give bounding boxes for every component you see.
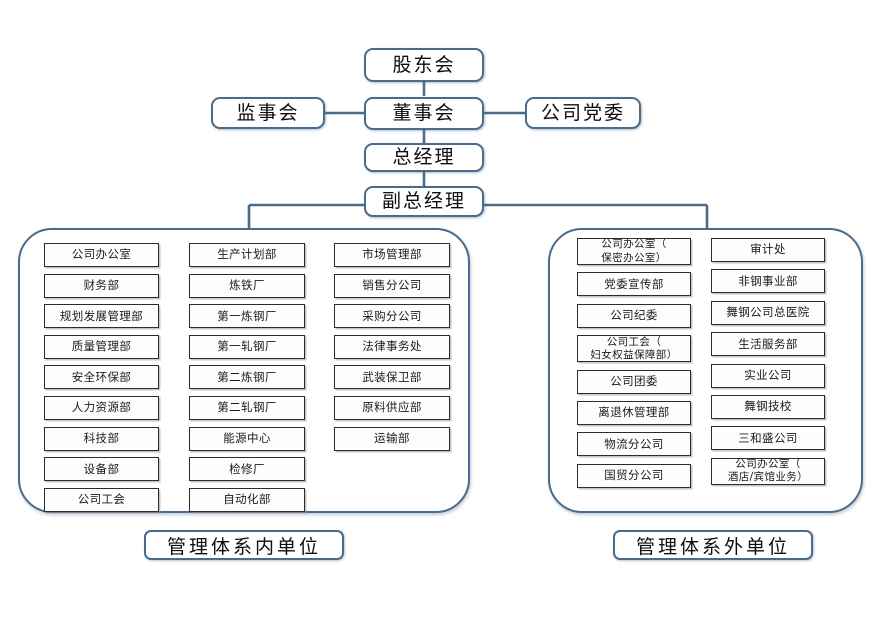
node-board[interactable]: 董事会 xyxy=(364,97,484,130)
inside-column-2: 生产计划部炼铁厂第一炼钢厂第一轧钢厂第二炼钢厂第二轧钢厂能源中心检修厂自动化部 xyxy=(189,243,305,512)
unit-box[interactable]: 销售分公司 xyxy=(334,273,450,298)
node-shareholders-label: 股东会 xyxy=(392,53,456,76)
node-general-manager-label: 总经理 xyxy=(392,146,456,168)
caption-inside[interactable]: 管理体系内单位 xyxy=(144,530,344,560)
unit-box[interactable]: 炼铁厂 xyxy=(189,273,305,298)
inside-column-3: 市场管理部销售分公司采购分公司法律事务处武装保卫部原料供应部运输部 xyxy=(334,243,450,451)
unit-box[interactable]: 舞钢公司总医院 xyxy=(711,300,825,325)
unit-box[interactable]: 自动化部 xyxy=(189,487,305,512)
unit-box[interactable]: 公司工会（ 妇女权益保障部） xyxy=(577,335,691,363)
unit-box[interactable]: 三和盛公司 xyxy=(711,426,825,451)
unit-box[interactable]: 科技部 xyxy=(44,426,159,451)
unit-box[interactable]: 质量管理部 xyxy=(44,334,159,359)
caption-outside-label: 管理体系外单位 xyxy=(635,535,790,558)
unit-box[interactable]: 生活服务部 xyxy=(711,332,825,357)
unit-box[interactable]: 安全环保部 xyxy=(44,365,159,390)
node-shareholders[interactable]: 股东会 xyxy=(364,48,484,82)
unit-box[interactable]: 检修厂 xyxy=(189,457,305,482)
unit-box[interactable]: 物流分公司 xyxy=(577,432,691,457)
unit-box[interactable]: 公司办公室 xyxy=(44,243,159,267)
unit-box[interactable]: 能源中心 xyxy=(189,426,305,451)
unit-box[interactable]: 国贸分公司 xyxy=(577,463,691,488)
unit-box[interactable]: 运输部 xyxy=(334,426,450,451)
unit-box[interactable]: 公司纪委 xyxy=(577,303,691,328)
unit-box[interactable]: 法律事务处 xyxy=(334,334,450,359)
outside-column-2: 审计处非钢事业部舞钢公司总医院生活服务部实业公司舞钢技校三和盛公司公司办公室（ … xyxy=(711,238,825,485)
node-deputy-general-manager-label: 副总经理 xyxy=(381,190,466,212)
unit-box[interactable]: 党委宣传部 xyxy=(577,272,691,297)
unit-box[interactable]: 人力资源部 xyxy=(44,395,159,420)
unit-box[interactable]: 公司团委 xyxy=(577,369,691,394)
unit-box[interactable]: 实业公司 xyxy=(711,363,825,388)
unit-box[interactable]: 武装保卫部 xyxy=(334,365,450,390)
unit-box[interactable]: 设备部 xyxy=(44,457,159,482)
unit-box[interactable]: 审计处 xyxy=(711,238,825,262)
node-general-manager[interactable]: 总经理 xyxy=(364,143,484,172)
unit-box[interactable]: 第一轧钢厂 xyxy=(189,334,305,359)
node-supervisors[interactable]: 监事会 xyxy=(211,97,325,129)
unit-box[interactable]: 舞钢技校 xyxy=(711,394,825,419)
unit-box[interactable]: 规划发展管理部 xyxy=(44,304,159,329)
node-deputy-general-manager[interactable]: 副总经理 xyxy=(364,186,484,217)
node-party-committee-label: 公司党委 xyxy=(540,101,625,124)
unit-box[interactable]: 公司办公室（ 酒店/宾馆业务） xyxy=(711,457,825,485)
unit-box[interactable]: 公司工会 xyxy=(44,487,159,512)
unit-box[interactable]: 非钢事业部 xyxy=(711,269,825,294)
unit-box[interactable]: 第二炼钢厂 xyxy=(189,365,305,390)
unit-box[interactable]: 离退休管理部 xyxy=(577,400,691,425)
unit-box[interactable]: 公司办公室（ 保密办公室） xyxy=(577,238,691,265)
unit-box[interactable]: 市场管理部 xyxy=(334,243,450,267)
caption-outside[interactable]: 管理体系外单位 xyxy=(613,530,813,560)
unit-box[interactable]: 第二轧钢厂 xyxy=(189,395,305,420)
inside-column-1: 公司办公室财务部规划发展管理部质量管理部安全环保部人力资源部科技部设备部公司工会 xyxy=(44,243,159,512)
unit-box[interactable]: 财务部 xyxy=(44,273,159,298)
unit-box[interactable]: 生产计划部 xyxy=(189,243,305,267)
node-party-committee[interactable]: 公司党委 xyxy=(525,97,641,129)
unit-box[interactable]: 原料供应部 xyxy=(334,395,450,420)
node-board-label: 董事会 xyxy=(392,102,456,124)
unit-box[interactable]: 第一炼钢厂 xyxy=(189,304,305,329)
caption-inside-label: 管理体系内单位 xyxy=(166,535,321,558)
outside-column-1: 公司办公室（ 保密办公室） 党委宣传部公司纪委公司工会（ 妇女权益保障部） 公司团委… xyxy=(577,238,691,488)
node-supervisors-label: 监事会 xyxy=(236,101,300,124)
unit-box[interactable]: 采购分公司 xyxy=(334,304,450,329)
